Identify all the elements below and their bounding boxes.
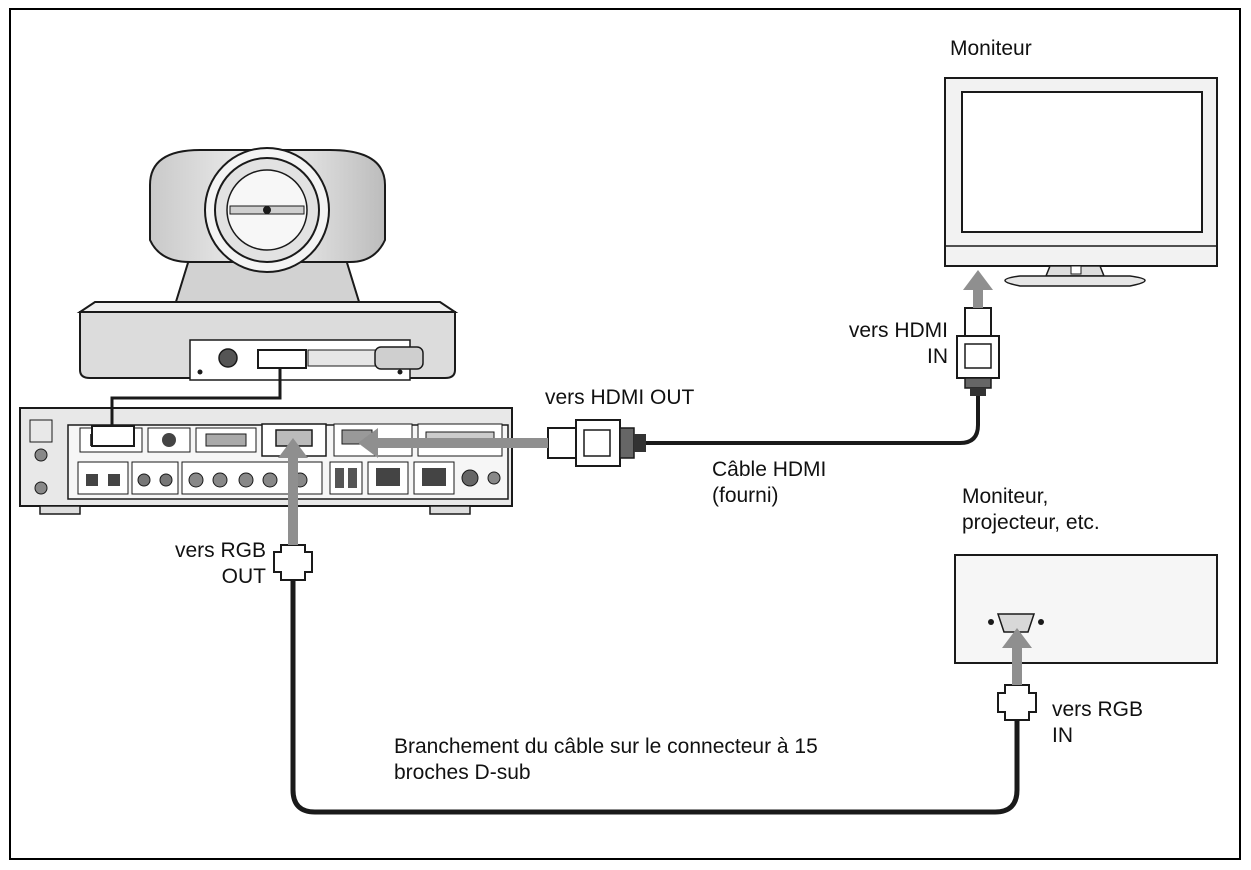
rgb-in-line2: IN <box>1052 724 1073 747</box>
dsub-plug-icon <box>273 544 313 581</box>
hdmi-out-label: vers HDMI OUT <box>545 386 695 409</box>
arrow-icon <box>278 438 308 545</box>
dsub-note-line1: Branchement du câble sur le connecteur à… <box>394 735 818 758</box>
rgb-out-line1: vers RGB <box>174 539 266 562</box>
hdmi-in-label: vers HDMI IN <box>800 318 948 370</box>
rgb-out-line2: OUT <box>221 565 266 588</box>
dsub-note-line2: broches D-sub <box>394 761 531 784</box>
rgb-cable <box>290 580 1020 815</box>
monitor-projector-line2: projecteur, etc. <box>962 511 1100 534</box>
camera-cable-plug <box>91 425 135 447</box>
hdmi-cable-line2: (fourni) <box>712 484 779 507</box>
rgb-out-label: vers RGB OUT <box>120 538 266 590</box>
dsub-plug-icon <box>997 684 1037 721</box>
arrow-icon <box>358 428 548 458</box>
monitor-icon <box>944 77 1218 287</box>
monitor-projector-label: Moniteur, projecteur, etc. <box>962 484 1100 536</box>
arrow-icon <box>963 270 993 308</box>
arrow-icon <box>1002 628 1032 685</box>
hdmi-cable <box>645 394 980 445</box>
monitor-projector-line1: Moniteur, <box>962 485 1049 508</box>
projector-box-icon <box>954 554 1218 664</box>
hdmi-in-line2: IN <box>927 345 948 368</box>
rgb-in-line1: vers RGB <box>1052 698 1144 721</box>
codec-unit-icon <box>19 407 513 515</box>
hdmi-in-line1: vers HDMI <box>848 319 948 342</box>
rgb-in-label: vers RGB IN <box>1052 697 1143 749</box>
dsub-note-label: Branchement du câble sur le connecteur à… <box>394 734 818 786</box>
hdmi-plug-icon <box>547 419 646 467</box>
monitor-label: Moniteur <box>950 37 1032 60</box>
hdmi-cable-line1: Câble HDMI <box>712 458 827 481</box>
hdmi-plug-icon <box>956 307 1000 396</box>
hdmi-cable-label: Câble HDMI (fourni) <box>712 457 826 509</box>
camera-cable <box>110 368 282 428</box>
camera-icon <box>76 147 459 381</box>
